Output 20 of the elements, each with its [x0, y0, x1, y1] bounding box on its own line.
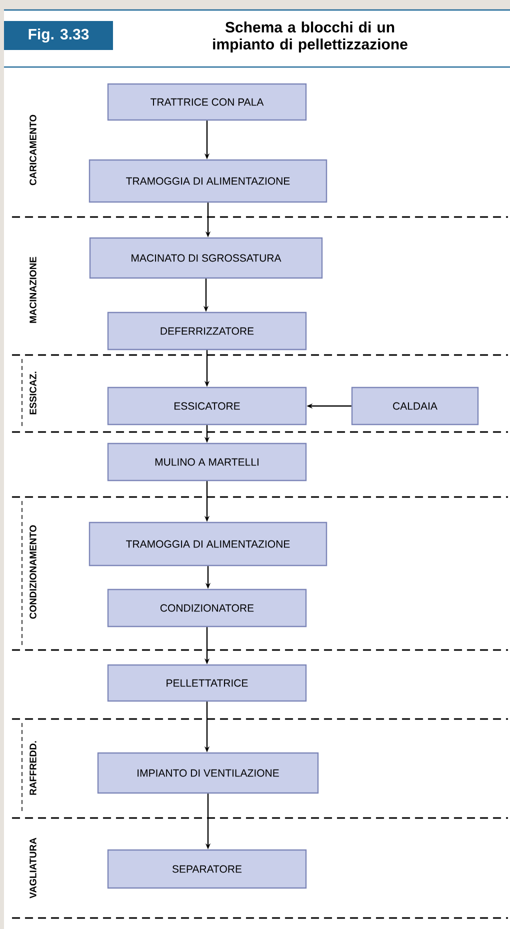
- process-box: TRAMOGGIA DI ALIMENTAZIONE: [88, 159, 328, 203]
- process-box: TRATTRICE CON PALA: [107, 83, 307, 121]
- process-box: SEPARATORE: [107, 849, 307, 889]
- process-box: DEFERRIZZATORE: [107, 312, 307, 350]
- section-label: VAGLIATURA: [30, 838, 36, 898]
- section-label: ESSICAZ.: [30, 372, 36, 414]
- section-label: RAFFREDD.: [30, 741, 36, 795]
- process-box: MACINATO DI SGROSSATURA: [89, 237, 323, 279]
- process-box: MULINO A MARTELLI: [107, 442, 307, 482]
- title: Schema a blocchi di un impianto di pellettizzazione: [213, 22, 408, 52]
- process-box: ESSICATORE: [107, 386, 307, 426]
- section-label: CARICAMENTO: [30, 114, 36, 186]
- section-label: CONDIZIONAMENTO: [30, 525, 36, 619]
- section-label: MACINAZIONE: [30, 256, 36, 323]
- process-box: CONDIZIONATORE: [107, 588, 307, 628]
- process-box: PELLETTATRICE: [107, 664, 307, 702]
- process-box: TRAMOGGIA DI ALIMENTAZIONE: [88, 522, 328, 566]
- figure-tag: Fig. 3.33: [4, 21, 113, 50]
- process-box: IMPIANTO DI VENTILAZIONE: [97, 752, 319, 794]
- process-box: CALDAIA: [351, 386, 479, 426]
